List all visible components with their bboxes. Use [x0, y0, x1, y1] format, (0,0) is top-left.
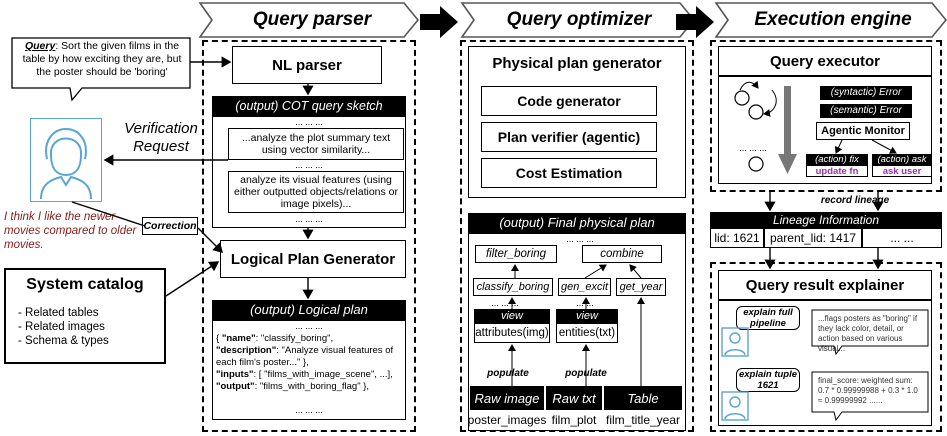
lp-inputs-line: "inputs": [ "films_with_image_scene", ..… [216, 369, 404, 381]
semantic-error-label: (semantic) Error [820, 104, 912, 118]
correction-label: Correction [142, 217, 198, 235]
cot-sketch-header: (output) COT query sketch [212, 96, 406, 116]
explain-tuple-line2: 1621 [757, 380, 779, 391]
explainer-region [710, 262, 942, 432]
agentic-monitor-box: Agentic Monitor [816, 122, 910, 140]
catalog-item-related-tables: - Related tables [18, 307, 99, 319]
stage-title-execution-engine: Execution engine [754, 9, 912, 30]
logical-plan-header: (output) Logical plan [212, 300, 406, 320]
lineage-lid: lid: 1621 [710, 228, 764, 248]
table-header: Table [604, 386, 682, 410]
verification-label-line2: Request [133, 138, 189, 155]
explain-tuple-text: final_score: weighted sum: 0.7 * 0.99999… [818, 376, 918, 405]
query-executor-region [710, 40, 942, 192]
populate-label-image: populate [487, 367, 529, 379]
plan-verifier-box: Plan verifier (agentic) [481, 122, 657, 152]
logical-plan-panel [212, 320, 406, 420]
lp-description-line: "description": "Analyze visual features … [216, 345, 404, 369]
syntactic-error-label: (syntactic) Error [820, 86, 912, 100]
cot-dots-2: ... ... ... [295, 160, 323, 170]
explain-full-line2: pipeline [750, 318, 786, 329]
update-fn-label: update fn [806, 165, 868, 177]
lp-name-value: : "classify_boring", [255, 333, 334, 344]
cot-item-vector-similarity: ...analyze the plot summary text using v… [228, 128, 404, 160]
view-header-attributes: view [474, 309, 550, 323]
lp-description-key: "description" [216, 345, 277, 356]
physical-plan-generator-title: Physical plan generator [492, 54, 662, 72]
query-optimizer-region [460, 40, 694, 432]
cost-estimation-box: Cost Estimation [481, 158, 657, 188]
cot-item-visual-features: analyze its visual features (using eithe… [228, 171, 404, 213]
dots-mid: ... ... [576, 298, 594, 308]
ask-user-label: ask user [872, 165, 932, 177]
verification-label-line1: Verification [124, 120, 198, 137]
stage-title-query-parser: Query parser [252, 9, 372, 30]
lp-inputs-key: "inputs" [216, 369, 254, 380]
query-text: : Sort the given films in the table by h… [22, 40, 182, 78]
lp-name-line: { "name": "classify_boring", [216, 333, 334, 344]
lp-inputs-value: : [ "films_with_image_scene", ...], [253, 369, 393, 380]
explainer-title: Query result explainer [718, 270, 932, 300]
catalog-item-schema-types: - Schema & types [18, 335, 109, 347]
user-avatar-frame [30, 118, 102, 202]
op-get-year: get_year [616, 278, 666, 296]
final-plan-dots-top: ... ... ... [566, 234, 594, 244]
logical-plan-generator-box: Logical Plan Generator [220, 240, 406, 278]
lp-name-key: "name" [221, 333, 256, 344]
executor-dots: ... ... ... [739, 143, 767, 153]
system-catalog-list: - Related tables - Related images - Sche… [18, 306, 158, 348]
raw-txt-header: Raw txt [546, 386, 602, 410]
view-attributes-img: attributes(img) [474, 323, 550, 343]
table-value: film_title_year [605, 413, 681, 427]
final-physical-plan-header: (output) Final physical plan [468, 213, 686, 233]
explain-full-line1: explain full [743, 307, 793, 318]
nl-parser-box: NL parser [232, 46, 382, 84]
logical-plan-dots-bottom: ... ... ... [295, 405, 323, 415]
lineage-info-header: Lineage Information [710, 212, 942, 228]
stage-arrow-1 [420, 6, 458, 38]
verification-request-label: Verification Request [118, 120, 204, 156]
raw-image-header: Raw image [470, 386, 544, 410]
view-entities-txt: entities(txt) [556, 323, 618, 343]
record-lineage-label: record lineage [820, 194, 890, 206]
view-header-entities: view [556, 309, 618, 323]
action-fix-label: (action) fix [806, 154, 868, 166]
user-feedback-text: I think I like the newer movies compared… [4, 211, 137, 251]
op-classify-boring: classify_boring [473, 278, 553, 296]
system-catalog-title: System catalog [26, 276, 144, 293]
raw-txt-value: film_plot [551, 413, 597, 427]
lineage-dots: ... ... [862, 228, 942, 248]
logical-plan-json: { "name": "classify_boring", "descriptio… [216, 333, 404, 393]
populate-label-text: populate [565, 367, 607, 379]
explain-tuple-tag: explain tuple 1621 [736, 368, 800, 392]
lp-output-key: "output" [216, 381, 255, 392]
op-filter-boring: filter_boring [475, 245, 557, 263]
code-generator-box: Code generator [481, 86, 657, 116]
lp-output-value: : "films_with_boring_flag" }, [254, 381, 370, 392]
action-ask-label: (action) ask [872, 154, 932, 166]
op-combine: combine [582, 245, 662, 263]
lp-description-value: : "Analyze visual features of each film'… [216, 345, 394, 368]
op-gen-excit: gen_excit [558, 278, 611, 296]
raw-image-value: poster_images [467, 413, 547, 427]
system-catalog-box [4, 268, 166, 364]
logical-plan-dots-top: ... ... ... [295, 321, 323, 331]
explain-full-pipeline-tag: explain full pipeline [736, 306, 800, 330]
stage-title-query-optimizer: Query optimizer [506, 9, 652, 30]
lineage-parent-lid: parent_lid: 1417 [764, 228, 862, 248]
query-label: Query [24, 40, 56, 52]
cot-dots-3: ... ... ... [295, 214, 323, 224]
query-text-block: Query: Sort the given films in the table… [16, 40, 188, 79]
cot-dots-1: ... ... ... [295, 117, 323, 127]
explain-full-text: ...flags posters as "boring" if they lac… [818, 314, 918, 353]
lp-output-line: "output": "films_with_boring_flag" }, [216, 381, 404, 393]
dots-left: ... ... ... [491, 298, 519, 308]
query-executor-title: Query executor [718, 46, 932, 76]
explain-tuple-line1: explain tuple [738, 369, 798, 380]
catalog-item-related-images: - Related images [18, 321, 105, 333]
user-person-icon [40, 127, 92, 200]
